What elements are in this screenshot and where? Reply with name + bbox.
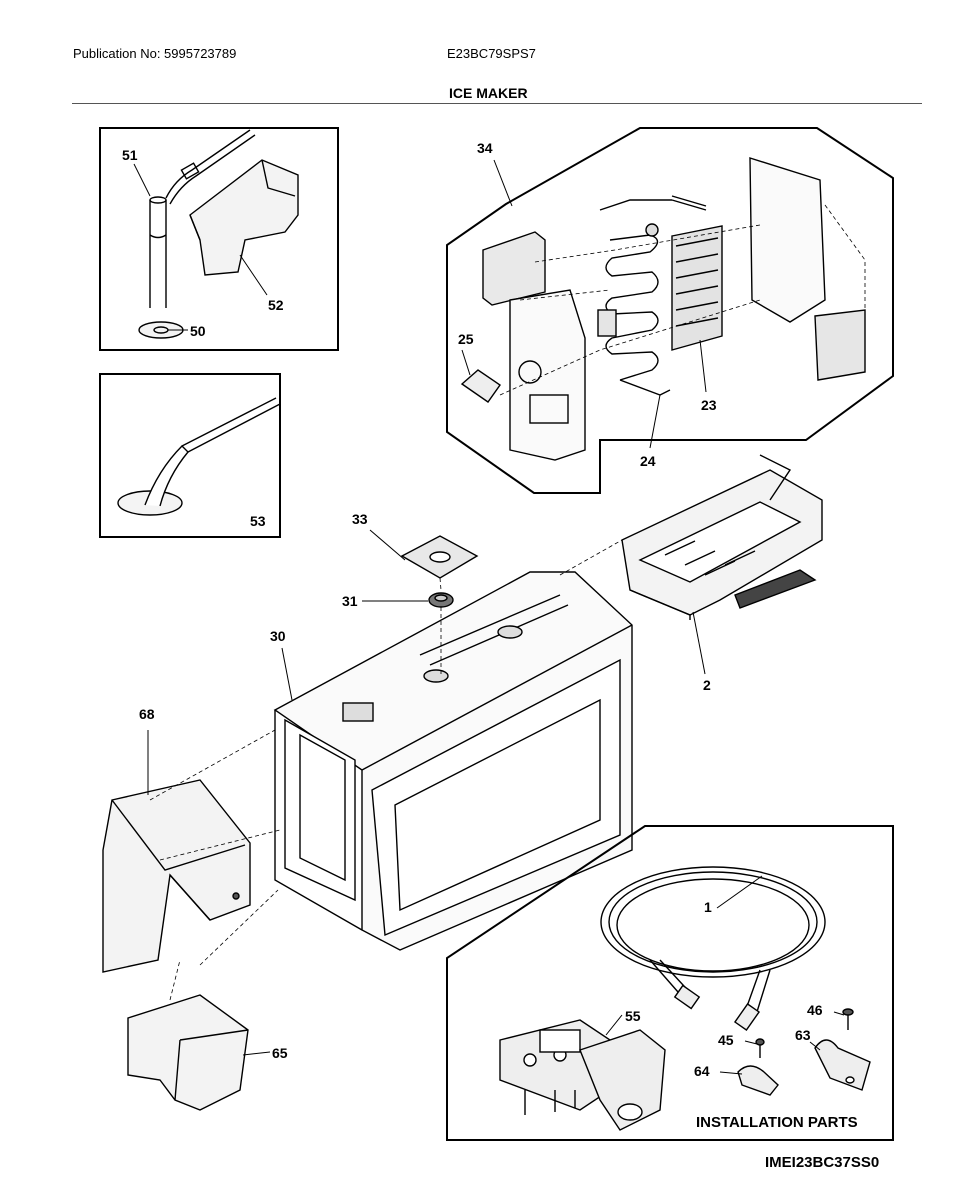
callout-50: 50 bbox=[190, 323, 206, 339]
callout-63: 63 bbox=[795, 1027, 811, 1043]
box-water-valve-parts bbox=[99, 127, 339, 351]
housing-part-30 bbox=[273, 571, 633, 951]
header-divider bbox=[72, 103, 922, 104]
water-line-part-1 bbox=[600, 866, 826, 1032]
callout-55: 55 bbox=[625, 1008, 641, 1024]
publication-number: Publication No: 5995723789 bbox=[73, 46, 237, 61]
callout-30: 30 bbox=[270, 628, 286, 644]
insulation-pad-right bbox=[749, 157, 866, 381]
screw-part-45 bbox=[755, 1038, 765, 1058]
clip-part-25 bbox=[460, 369, 501, 403]
installation-parts-label: INSTALLATION PARTS bbox=[696, 1114, 858, 1131]
gasket-part-33 bbox=[400, 535, 479, 579]
callout-33: 33 bbox=[352, 511, 368, 527]
callout-52: 52 bbox=[268, 297, 284, 313]
box-evaporator-assembly bbox=[446, 127, 894, 494]
callout-leaders bbox=[133, 159, 845, 1075]
callout-68: 68 bbox=[139, 706, 155, 722]
tube-part-53 bbox=[117, 397, 281, 516]
water-valve-part-55 bbox=[499, 1019, 666, 1131]
callout-1: 1 bbox=[704, 899, 712, 915]
icemaker-part-2 bbox=[621, 454, 823, 620]
callout-51: 51 bbox=[122, 147, 138, 163]
callout-2: 2 bbox=[703, 677, 711, 693]
box-installation-parts bbox=[446, 825, 894, 1141]
diagram-code: IMEI23BC37SS0 bbox=[765, 1154, 879, 1171]
leader-lines-main bbox=[149, 539, 623, 1001]
clamp-part-63 bbox=[814, 1039, 871, 1091]
model-number: E23BC79SPS7 bbox=[447, 46, 536, 61]
evaporator-coil-24 bbox=[597, 195, 707, 396]
screw-part-46 bbox=[842, 1008, 854, 1030]
bracket-part-65 bbox=[127, 994, 249, 1111]
callout-24: 24 bbox=[640, 453, 656, 469]
callout-23: 23 bbox=[701, 397, 717, 413]
callout-25: 25 bbox=[458, 331, 474, 347]
evaporator-cover bbox=[509, 289, 586, 461]
callout-45: 45 bbox=[718, 1032, 734, 1048]
heat-exchanger-23 bbox=[671, 225, 723, 351]
callout-65: 65 bbox=[272, 1045, 288, 1061]
callout-31: 31 bbox=[342, 593, 358, 609]
callout-46: 46 bbox=[807, 1002, 823, 1018]
insulation-pad-left bbox=[482, 231, 546, 306]
callout-64: 64 bbox=[694, 1063, 710, 1079]
callout-34: 34 bbox=[477, 140, 493, 156]
tube-part-51 bbox=[149, 129, 256, 308]
leader-lines-evaporator bbox=[499, 204, 866, 396]
section-title: ICE MAKER bbox=[449, 85, 528, 101]
box-tube-part bbox=[99, 373, 281, 538]
front-cover-part-68 bbox=[102, 779, 251, 973]
callout-53: 53 bbox=[250, 513, 266, 529]
clamp-part-64 bbox=[737, 1065, 779, 1096]
cover-part-52 bbox=[189, 159, 299, 276]
fitting-part-31 bbox=[428, 592, 454, 608]
